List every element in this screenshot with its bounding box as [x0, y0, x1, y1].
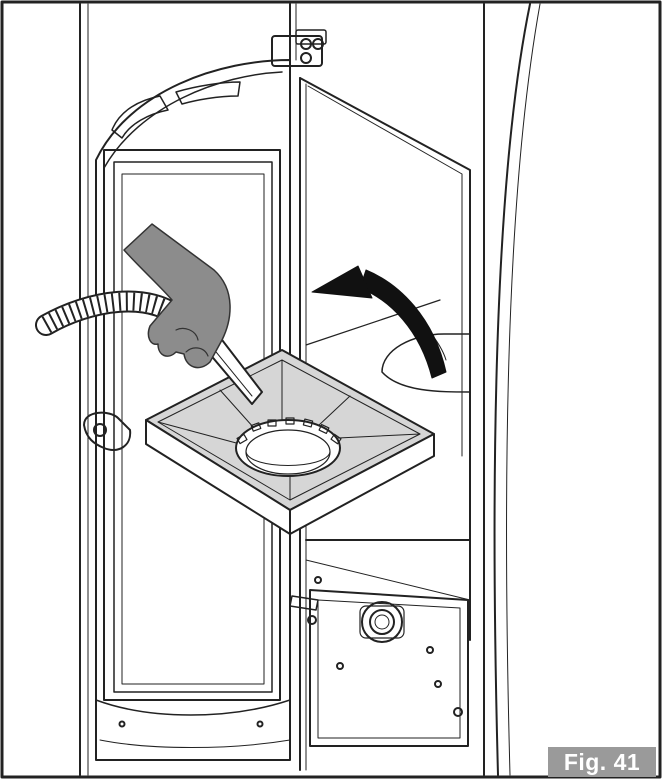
curved-arrow-icon	[311, 265, 447, 379]
tray-notches	[236, 417, 342, 445]
door-hinge	[271, 29, 327, 67]
figure-label: Fig. 41	[563, 749, 641, 775]
figure-label-background	[548, 747, 656, 777]
stove-body	[79, 3, 297, 776]
hand-holding-nozzle	[123, 223, 231, 369]
stove-side-panel	[483, 3, 541, 776]
lower-service-panel	[289, 576, 469, 747]
ash-tray	[145, 349, 435, 535]
